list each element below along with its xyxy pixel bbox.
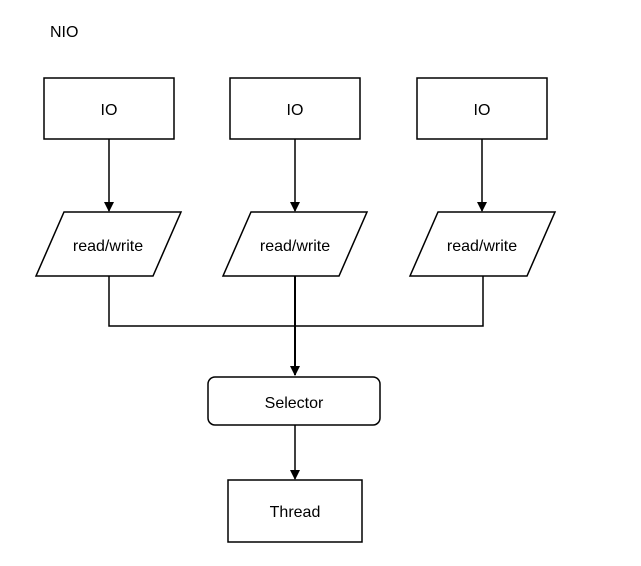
io-node-3-label: IO bbox=[474, 102, 491, 119]
rw-node-3-label: read/write bbox=[447, 238, 517, 255]
selector-label: Selector bbox=[265, 395, 324, 412]
rw-node-2-label: read/write bbox=[260, 238, 330, 255]
rw-node-1-label: read/write bbox=[73, 238, 143, 255]
thread-label: Thread bbox=[270, 504, 321, 521]
io-node-1: IO bbox=[43, 77, 175, 140]
diagram-title: NIO bbox=[50, 24, 78, 41]
rw-node-1: read/write bbox=[34, 211, 183, 277]
rw-node-3: read/write bbox=[408, 211, 557, 277]
thread-node: Thread bbox=[227, 479, 363, 543]
io-node-2-label: IO bbox=[287, 102, 304, 119]
connector-rw3-to-selector bbox=[295, 276, 484, 327]
selector-node: Selector bbox=[207, 376, 381, 426]
rw-node-2: read/write bbox=[221, 211, 369, 277]
io-node-1-label: IO bbox=[101, 102, 118, 119]
io-node-2: IO bbox=[229, 77, 361, 140]
io-node-3: IO bbox=[416, 77, 548, 140]
connector-rw1-to-selector bbox=[108, 276, 295, 327]
